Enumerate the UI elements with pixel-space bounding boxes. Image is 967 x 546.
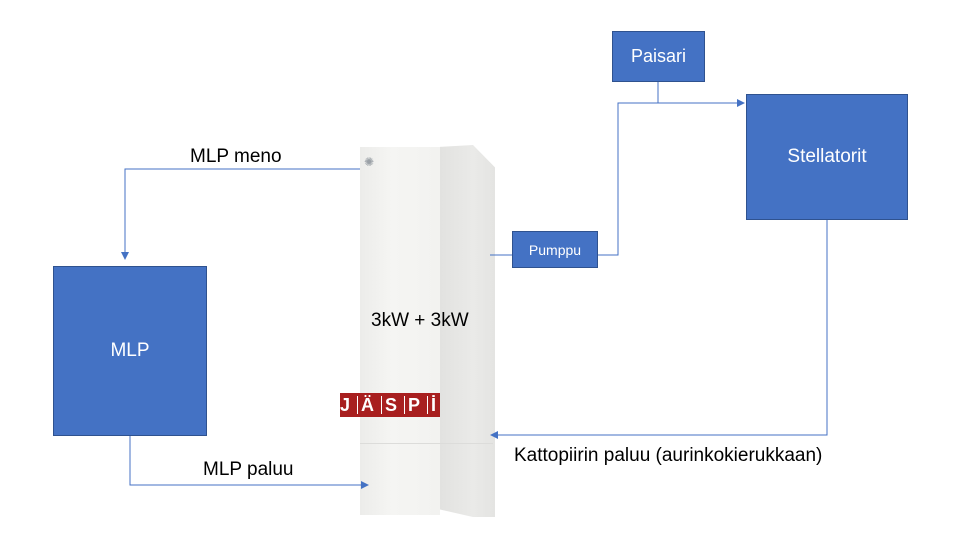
mlp-paluu-line [129, 436, 369, 489]
water-heater-side [440, 145, 495, 517]
pump-to-stellatorit-line [598, 99, 745, 256]
pumppu-box-label: Pumppu [528, 241, 582, 258]
paisari-box-label: Paisari [630, 46, 687, 66]
mlp-meno-line [121, 168, 360, 260]
logo-letter: S [384, 394, 401, 415]
mlp-box-label: MLP [110, 340, 150, 361]
jaspi-logo: J Ä S P İ [340, 393, 440, 417]
kattopiiri-label: Kattopiirin paluu (aurinkokierukkaan) [514, 445, 823, 466]
water-heater-tank [360, 147, 440, 515]
logo-letter: J [340, 394, 355, 415]
stellatorit-box-label: Stellatorit [787, 146, 867, 167]
power-label: 3kW + 3kW [371, 310, 469, 331]
stellatorit-box: Stellatorit [746, 94, 908, 220]
tank-seam [360, 443, 493, 444]
paisari-box: Paisari [612, 31, 705, 82]
logo-letter: Ä [361, 394, 378, 415]
logo-letter: P [407, 394, 424, 415]
mlp-meno-label: MLP meno [190, 146, 282, 167]
tank-badge-icon: ✺ [364, 155, 375, 169]
mlp-box: MLP [53, 266, 207, 436]
logo-letter: İ [430, 394, 440, 415]
kattopiiri-return-line [490, 219, 828, 439]
pumppu-box: Pumppu [512, 231, 598, 268]
mlp-paluu-label: MLP paluu [203, 459, 294, 480]
